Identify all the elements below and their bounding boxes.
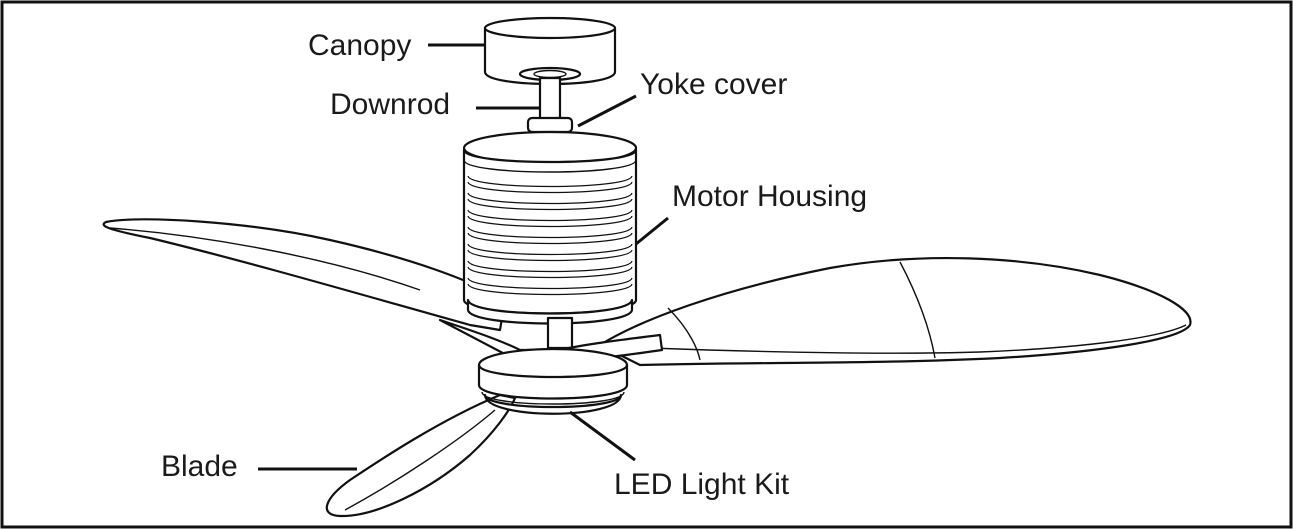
- led-light-kit-leader: [569, 410, 636, 462]
- label-motor-housing: Motor Housing: [672, 180, 867, 213]
- rope-wrapping: [467, 175, 633, 296]
- label-canopy: Canopy: [308, 29, 411, 62]
- downrod: [526, 76, 574, 134]
- front-blade: [325, 393, 517, 518]
- motor-housing: [462, 130, 638, 325]
- label-yoke-cover: Yoke cover: [640, 68, 787, 101]
- label-led-light-kit: LED Light Kit: [614, 468, 790, 501]
- left-blade: [102, 218, 507, 332]
- right-blade: [598, 256, 1192, 367]
- label-blade: Blade: [161, 450, 238, 483]
- led-light-kit: [477, 347, 629, 415]
- canopy: [483, 16, 617, 86]
- center-shaft: [546, 316, 574, 350]
- label-downrod: Downrod: [330, 88, 450, 121]
- motor-housing-leader: [635, 216, 669, 246]
- yoke-cover-leader: [577, 94, 637, 128]
